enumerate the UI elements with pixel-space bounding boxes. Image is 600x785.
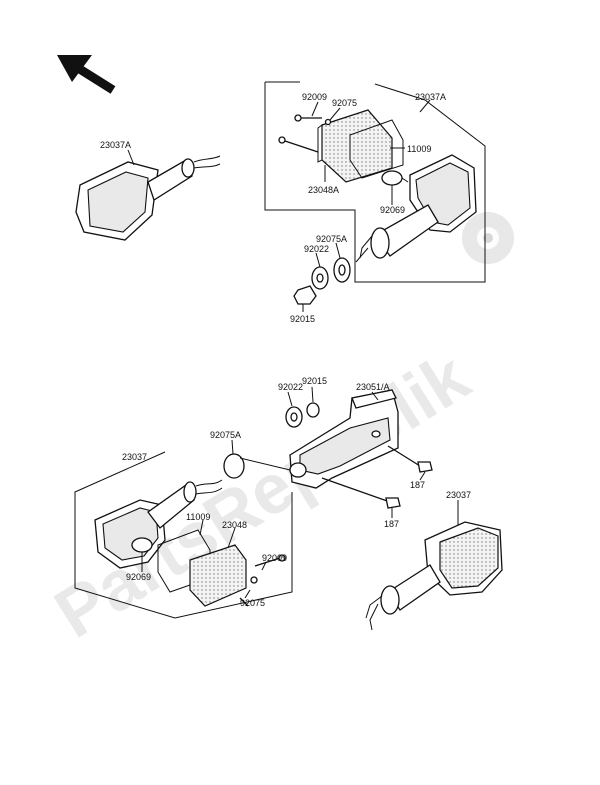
part-label: 92022 bbox=[278, 382, 303, 392]
part-label: 23037A bbox=[415, 92, 446, 102]
part-label: 92009 bbox=[262, 553, 287, 563]
part-label: 23051/A bbox=[356, 382, 390, 392]
part-label: 92075A bbox=[210, 430, 241, 440]
gear-logo-icon bbox=[462, 212, 514, 264]
part-label: 92015 bbox=[302, 376, 327, 386]
bracket-assembly bbox=[223, 389, 433, 509]
part-label: 11009 bbox=[407, 144, 431, 154]
part-label: 92069 bbox=[126, 572, 151, 582]
part-label: 92075A bbox=[316, 234, 347, 244]
part-label: 23048 bbox=[222, 520, 247, 530]
turn-signal-assembly-lower-right bbox=[365, 521, 503, 631]
part-label: 187 bbox=[384, 519, 399, 529]
direction-arrow-icon bbox=[57, 55, 116, 94]
part-label: 92075 bbox=[332, 98, 357, 108]
part-labels: 23037A 92009 92075 23037A 11009 23048A 9… bbox=[100, 92, 471, 608]
part-label: 92069 bbox=[380, 205, 405, 215]
part-label: 92009 bbox=[302, 92, 327, 102]
part-label: 92075 bbox=[240, 598, 265, 608]
leader-lines bbox=[141, 99, 459, 599]
part-label: 187 bbox=[410, 480, 425, 490]
turn-signal-assembly-top-left bbox=[75, 149, 221, 241]
part-label: 11009 bbox=[186, 512, 210, 522]
part-label: 92022 bbox=[304, 244, 329, 254]
part-label: 23037 bbox=[122, 452, 147, 462]
top-right-group bbox=[264, 81, 486, 305]
part-label: 23048A bbox=[308, 185, 339, 195]
part-label: 23037 bbox=[446, 490, 471, 500]
part-label: 23037A bbox=[100, 140, 131, 150]
part-label: 92015 bbox=[290, 314, 315, 324]
lower-left-group bbox=[74, 451, 293, 619]
